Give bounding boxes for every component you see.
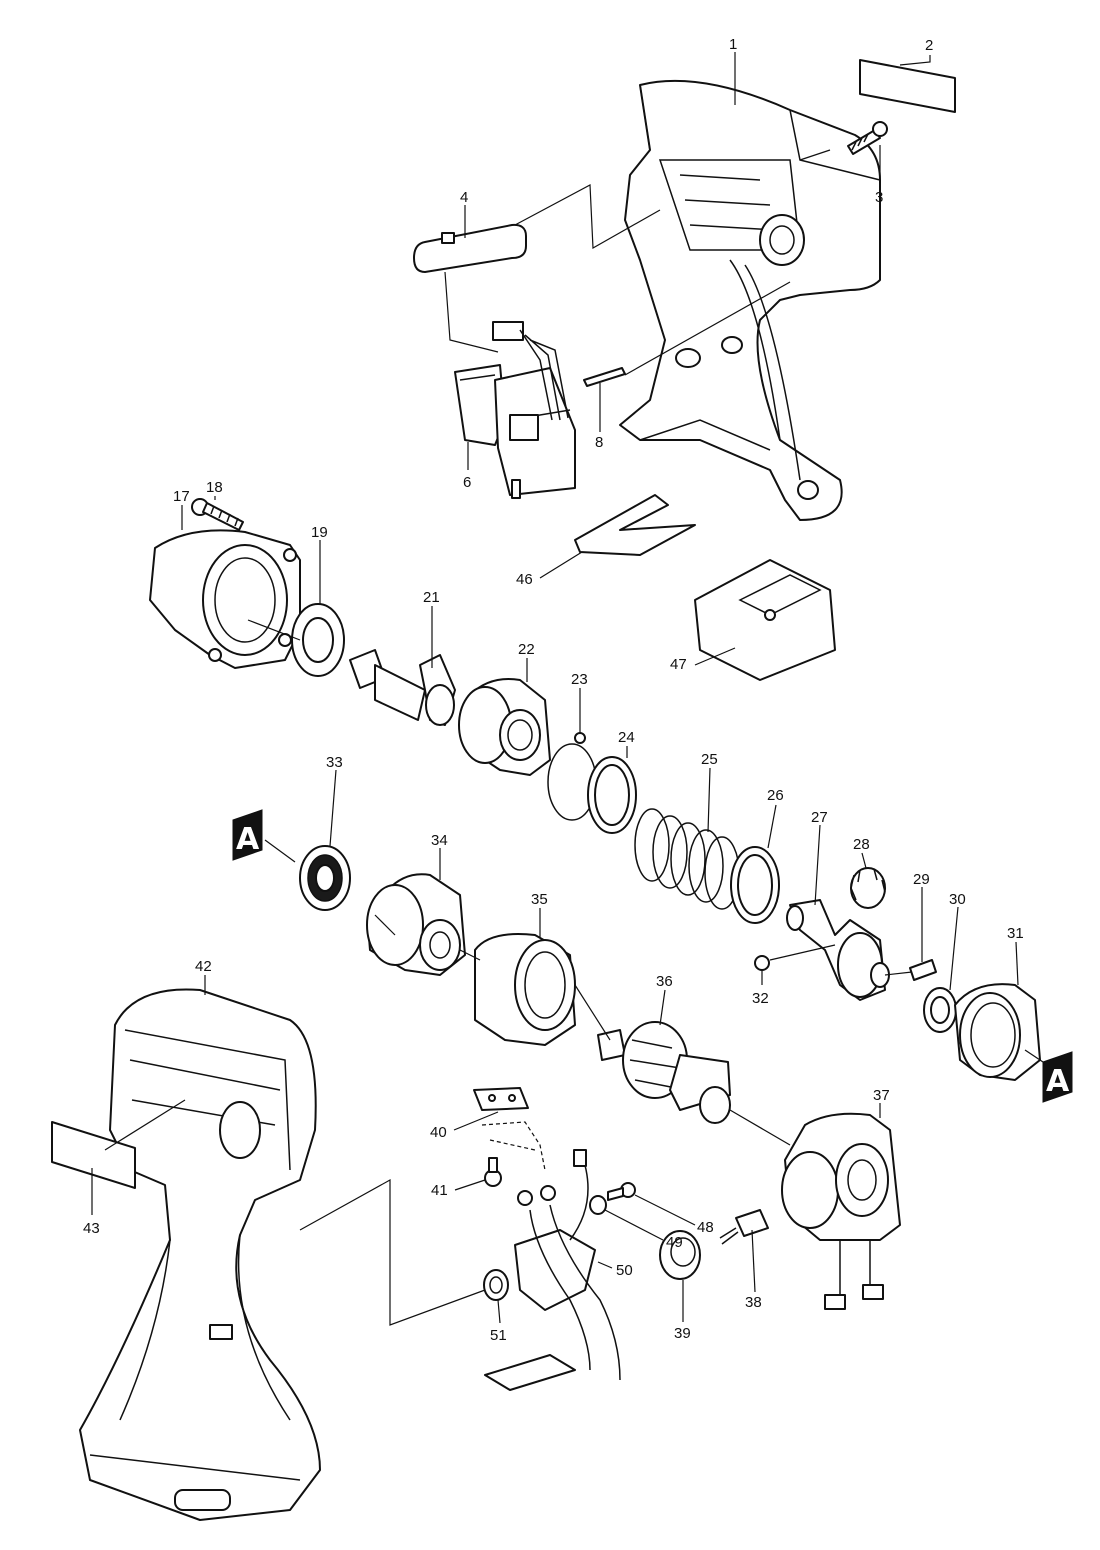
part-26-washer xyxy=(730,846,780,924)
part-27-spindle xyxy=(786,899,890,1001)
part-8-pin xyxy=(583,367,626,387)
part-18-long-screw xyxy=(191,498,244,531)
part-43-label-plate xyxy=(51,1121,136,1189)
label-part-47: 47 xyxy=(670,656,687,673)
label-part-25: 25 xyxy=(701,751,718,768)
label-part-41: 41 xyxy=(431,1182,448,1199)
label-part-43: 43 xyxy=(83,1220,100,1237)
part-30-washer xyxy=(923,987,957,1033)
part-47-terminal xyxy=(694,559,836,681)
label-part-27: 27 xyxy=(811,809,828,826)
part-6-switch xyxy=(454,321,576,499)
label-part-38: 38 xyxy=(745,1294,762,1311)
label-part-22: 22 xyxy=(518,641,535,658)
label-part-29: 29 xyxy=(913,871,930,888)
label-part-50: 50 xyxy=(616,1262,633,1279)
label-part-2: 2 xyxy=(925,37,933,54)
reference-mark-a-right: A xyxy=(1042,1051,1073,1103)
svg-text:A: A xyxy=(236,822,260,857)
label-part-31: 31 xyxy=(1007,925,1024,942)
label-part-51: 51 xyxy=(490,1327,507,1344)
part-37-motor-housing xyxy=(781,1112,901,1310)
part-51-grommet xyxy=(483,1269,509,1301)
part-31-ring-gear xyxy=(954,983,1041,1081)
part-29-pin xyxy=(909,959,937,981)
part-4-switch-lever xyxy=(413,223,527,273)
part-21-anvil xyxy=(349,649,456,726)
label-part-34: 34 xyxy=(431,832,448,849)
label-part-33: 33 xyxy=(326,754,343,771)
part-36-armature xyxy=(597,1021,731,1124)
part-50-controller xyxy=(484,1149,621,1391)
part-2-label-plate xyxy=(859,59,956,113)
part-28-gear xyxy=(850,867,886,909)
part-48-screw xyxy=(607,1182,636,1201)
part-49-washer xyxy=(589,1195,607,1215)
part-38-carbon-brush xyxy=(719,1209,769,1245)
label-part-18: 18 xyxy=(206,479,223,496)
label-part-6: 6 xyxy=(463,474,471,491)
part-19-washer xyxy=(291,603,345,677)
part-25-spring xyxy=(634,808,740,910)
reference-mark-a-left: A xyxy=(232,809,263,861)
part-46-plate xyxy=(574,494,696,556)
label-part-39: 39 xyxy=(674,1325,691,1342)
label-part-40: 40 xyxy=(430,1124,447,1141)
label-part-28: 28 xyxy=(853,836,870,853)
label-part-42: 42 xyxy=(195,958,212,975)
part-32-steel-ball xyxy=(754,955,770,971)
part-34-gear-housing xyxy=(366,873,466,976)
label-part-21: 21 xyxy=(423,589,440,606)
part-33-bearing xyxy=(299,845,351,911)
label-part-35: 35 xyxy=(531,891,548,908)
assembly-lines xyxy=(104,149,913,1326)
part-39-brush-cap xyxy=(659,1230,701,1280)
label-part-36: 36 xyxy=(656,973,673,990)
label-part-1: 1 xyxy=(729,36,737,53)
label-part-26: 26 xyxy=(767,787,784,804)
label-part-8: 8 xyxy=(595,434,603,451)
label-part-37: 37 xyxy=(873,1087,890,1104)
label-leaders xyxy=(91,52,1044,1324)
label-part-30: 30 xyxy=(949,891,966,908)
label-part-3: 3 xyxy=(875,189,883,206)
svg-text:A: A xyxy=(1046,1064,1070,1099)
part-number-labels: 1 2 3 4 6 8 17 18 19 21 22 23 24 25 26 2… xyxy=(83,36,1024,1344)
part-41-screw xyxy=(484,1157,502,1187)
part-23-steel-ball xyxy=(574,732,586,744)
label-part-46: 46 xyxy=(516,571,533,588)
label-part-32: 32 xyxy=(752,990,769,1007)
part-3-screw xyxy=(847,121,888,155)
label-part-17: 17 xyxy=(173,488,190,505)
part-40-plate xyxy=(473,1087,546,1171)
part-42-housing xyxy=(79,988,321,1521)
label-part-19: 19 xyxy=(311,524,328,541)
label-part-23: 23 xyxy=(571,671,588,688)
label-part-24: 24 xyxy=(618,729,635,746)
part-1-housing xyxy=(619,79,881,521)
part-35-sleeve xyxy=(474,933,576,1046)
label-part-4: 4 xyxy=(460,189,468,206)
part-24-washer xyxy=(587,756,637,834)
label-part-49: 49 xyxy=(666,1234,683,1251)
label-part-48: 48 xyxy=(697,1219,714,1236)
part-17-front-housing xyxy=(149,529,301,669)
part-22-hammer xyxy=(458,678,551,776)
